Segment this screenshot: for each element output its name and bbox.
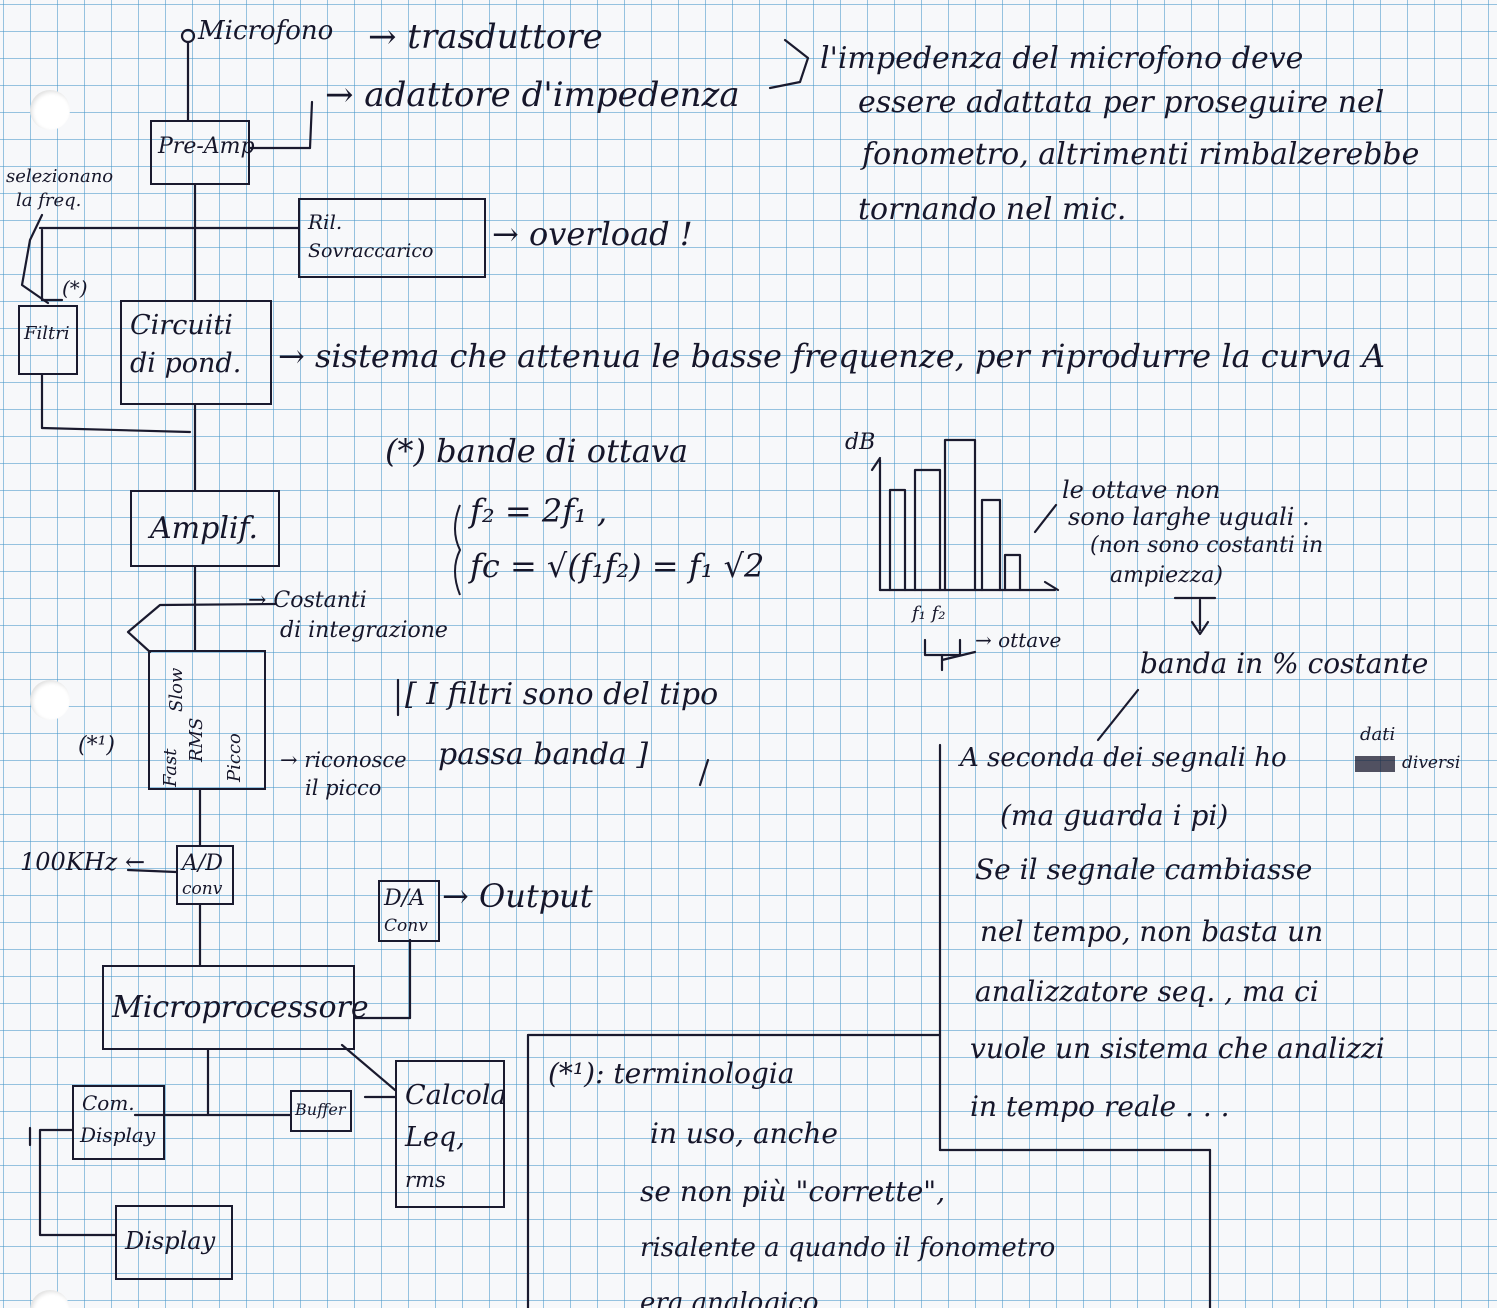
f1f2-label: f₁ f₂ (912, 605, 945, 623)
display-box: Display (115, 1205, 233, 1280)
microprocessore-label: Microprocessore (112, 993, 369, 1023)
calcola-label: Calcola (405, 1082, 507, 1109)
com-display-box: Com. Display (72, 1085, 165, 1160)
picco-note-label: il picco (305, 778, 381, 799)
star-label: (*) (62, 278, 88, 298)
output-label: → Output (442, 880, 593, 912)
ottave-note-4: ampiezza) (1110, 565, 1223, 587)
equation-fc: fc = √(f₁f₂) = f₁ √2 (470, 550, 764, 582)
sistema-label: → sistema che attenua le basse frequenze… (278, 340, 1385, 372)
terminologia-note-2: in uso, anche (650, 1120, 838, 1148)
display-label: Display (125, 1229, 215, 1253)
seconda-note-6: vuole un sistema che analizzi (970, 1035, 1385, 1063)
ad-label: A/D (182, 853, 223, 875)
overload-label: → overload ! (492, 218, 693, 250)
integrazione-label: di integrazione (280, 620, 448, 642)
preamp-box: Pre-Amp (150, 120, 250, 185)
seconda-note-2: (ma guarda i pi) (1000, 802, 1228, 830)
microprocessore-box: Microprocessore (102, 965, 355, 1050)
detector-box: Fast Slow RMS Picco (148, 650, 266, 790)
amplif-label: Amplif. (150, 514, 258, 544)
dati-label: dati (1360, 726, 1395, 744)
rms-label: RMS (186, 718, 207, 762)
star1-label: (*¹) (78, 735, 115, 757)
da-label: D/A (384, 888, 425, 910)
filtri-note-2: passa banda ] (438, 740, 648, 770)
ottave-axis-label: → ottave (975, 630, 1061, 650)
leq-label: Leq, (405, 1124, 465, 1151)
seconda-note-3: Se il segnale cambiasse (975, 856, 1312, 884)
calcola-box: Calcola Leq, rms (395, 1060, 505, 1208)
filtri-note-1: [ I filtri sono del tipo (405, 680, 718, 710)
freq-100khz-label: 100KHz ← (20, 850, 145, 874)
buffer-label: Buffer (295, 1102, 346, 1118)
com-display-label: Display (80, 1125, 155, 1145)
bande-title: (*) bande di ottava (385, 435, 688, 467)
pond-label: di pond. (130, 350, 241, 377)
seconda-note-4: nel tempo, non basta un (980, 918, 1323, 946)
fast-label: Fast (160, 749, 181, 787)
impedenza-note-2: essere adattata per proseguire nel (858, 88, 1384, 118)
terminologia-note-1: (*¹): terminologia (548, 1060, 794, 1088)
ottave-note-1: le ottave non (1062, 478, 1220, 502)
filtri-box: Filtri (18, 305, 78, 375)
adattore-label: → adattore d'impedenza (325, 78, 740, 112)
circuiti-label: Circuiti (130, 312, 233, 339)
riconosce-label: → riconosce (280, 750, 407, 771)
banda-note: banda in % costante (1140, 650, 1428, 678)
rms-calc-label: rms (405, 1170, 446, 1191)
preamp-label: Pre-Amp (158, 136, 255, 158)
ad-conv-label: conv (182, 881, 222, 898)
amplif-box: Amplif. (130, 490, 280, 567)
seconda-note-7: in tempo reale . . . (970, 1093, 1230, 1121)
com-label: Com. (82, 1093, 135, 1113)
da-conv-label: Conv (384, 918, 428, 935)
impedenza-note-3: fonometro, altrimenti rimbalzerebbe (862, 140, 1419, 170)
slow-label: Slow (166, 668, 187, 712)
ottave-note-3: (non sono costanti in (1090, 535, 1323, 557)
microfono-label: Microfono (198, 18, 333, 44)
trasduttore-label: → trasduttore (368, 20, 603, 54)
seconda-note-5: analizzatore seq. , ma ci (975, 978, 1319, 1006)
impedenza-note-4: tornando nel mic. (858, 195, 1126, 225)
circuiti-box: Circuiti di pond. (120, 300, 272, 405)
rilevatore-box: Ril. Sovraccarico (298, 198, 486, 278)
picco-label: Picco (224, 733, 245, 782)
terminologia-note-5: era analogico ... (640, 1290, 852, 1308)
diversi-label: diversi (1402, 755, 1460, 772)
seconda-note-1: A seconda dei segnali ho (960, 745, 1287, 771)
equation-f2: f₂ = 2f₁ , (470, 495, 607, 527)
costanti-label: → Costanti (248, 590, 367, 612)
freq-label: la freq. (16, 192, 81, 210)
ril-label: Ril. (308, 212, 342, 232)
buffer-box: Buffer (290, 1090, 352, 1132)
impedenza-note-1: l'impedenza del microfono deve (820, 44, 1303, 74)
sovraccarico-label: Sovraccarico (308, 242, 433, 261)
filtri-label: Filtri (24, 325, 70, 343)
terminologia-note-3: se non più "corrette", (640, 1178, 945, 1206)
ottave-note-2: sono larghe uguali . (1068, 505, 1310, 529)
db-axis-label: dB (845, 432, 875, 454)
selezionano-label: selezionano (6, 168, 113, 186)
ad-conv-box: A/D conv (176, 845, 234, 905)
terminologia-note-4: risalente a quando il fonometro (640, 1235, 1055, 1261)
da-conv-box: D/A Conv (378, 880, 440, 942)
